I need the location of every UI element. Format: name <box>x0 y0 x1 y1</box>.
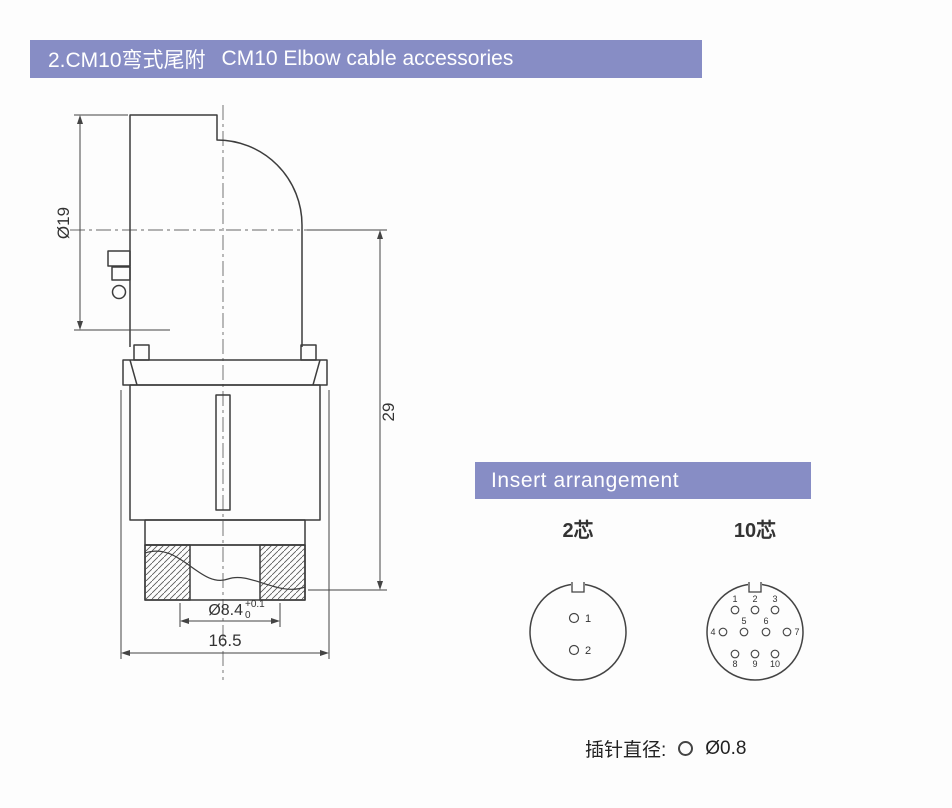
connector-outline <box>107 114 328 601</box>
pin-number: 9 <box>752 659 757 669</box>
pin-number: 7 <box>794 627 799 637</box>
center-slot <box>215 394 231 511</box>
pin-number: 1 <box>585 613 591 625</box>
dim-height-29-label: 29 <box>379 403 398 422</box>
pin-hole <box>761 627 771 637</box>
pin-number: 4 <box>710 627 715 637</box>
cable-clamp-detail <box>111 266 131 281</box>
insert-10pin-diagram <box>706 581 804 681</box>
clamp-screw <box>111 284 127 300</box>
elbow-connector-drawing: Ø19 29 Ø8.4 +0.1 0 16.5 <box>54 105 398 680</box>
insert-diagrams: 1 2 1 2 3 4 5 6 7 8 9 <box>529 581 804 681</box>
connector-body <box>129 384 321 521</box>
pin-hole <box>718 627 728 637</box>
pin-number: 2 <box>585 645 591 657</box>
pin-hole-icon <box>678 741 694 756</box>
elbow-body <box>129 114 303 347</box>
pin-hole <box>750 649 760 659</box>
pin-hole <box>730 605 740 615</box>
pin-note-value: Ø0.8 <box>705 737 747 759</box>
insert-2pin-label: 2芯 <box>562 520 594 542</box>
body-step <box>144 519 306 546</box>
pin-hole <box>568 612 580 624</box>
section-title-zh: 2.CM10弯式尾附 <box>48 49 206 72</box>
insert-2pin-shell <box>529 583 627 681</box>
pin-number: 2 <box>752 594 757 604</box>
dim-overall-width-label: 16.5 <box>208 631 241 650</box>
insert-2pin-diagram <box>529 581 627 681</box>
break-line <box>144 550 306 590</box>
pin-number: 1 <box>732 594 737 604</box>
bayonet-ear-left <box>133 344 150 361</box>
dimension-labels: Ø19 29 Ø8.4 +0.1 0 16.5 <box>54 207 398 650</box>
insert-2pin-numbers: 1 2 <box>585 613 591 657</box>
pin-hole <box>782 627 792 637</box>
coupling-ring <box>122 359 328 386</box>
section-title-en: CM10 Elbow cable accessories <box>221 47 514 70</box>
pin-number: 10 <box>770 659 780 669</box>
dim-diameter-19-label: Ø19 <box>54 207 73 239</box>
pin-hole <box>568 644 580 656</box>
pin-number: 5 <box>741 616 746 626</box>
pin-hole <box>730 649 740 659</box>
pin-diameter-note: 插针直径: Ø0.8 <box>585 735 746 762</box>
pin-hole <box>750 605 760 615</box>
dimension-lines <box>74 114 387 659</box>
pin-number: 8 <box>732 659 737 669</box>
keyway-notch <box>748 582 762 593</box>
insert-arrangement-title: Insert arrangement <box>491 468 680 492</box>
insert-arrangement-header-bar: Insert arrangement <box>475 462 811 499</box>
pin-hole <box>739 627 749 637</box>
dim-thread-diameter-label: Ø8.4 <box>208 602 243 619</box>
keyway-notch <box>571 582 585 593</box>
insert-10pin-numbers: 1 2 3 4 5 6 7 8 9 10 <box>710 594 799 669</box>
dim-thread-tol-lower: 0 <box>245 610 251 621</box>
bayonet-ear-right <box>300 344 317 361</box>
pin-note-label: 插针直径: <box>585 740 667 761</box>
pin-hole <box>770 605 780 615</box>
section-header-bar: 2.CM10弯式尾附 CM10 Elbow cable accessories <box>30 40 702 78</box>
pin-number: 6 <box>763 616 768 626</box>
dim-thread-tol-upper: +0.1 <box>245 599 265 610</box>
center-lines <box>70 105 350 680</box>
cable-clamp-detail <box>107 250 131 267</box>
pin-hole <box>770 649 780 659</box>
hatch-section-left <box>144 544 191 601</box>
hatch-section-right <box>259 544 306 601</box>
pin-number: 3 <box>772 594 777 604</box>
insert-10pin-label: 10芯 <box>733 520 777 542</box>
